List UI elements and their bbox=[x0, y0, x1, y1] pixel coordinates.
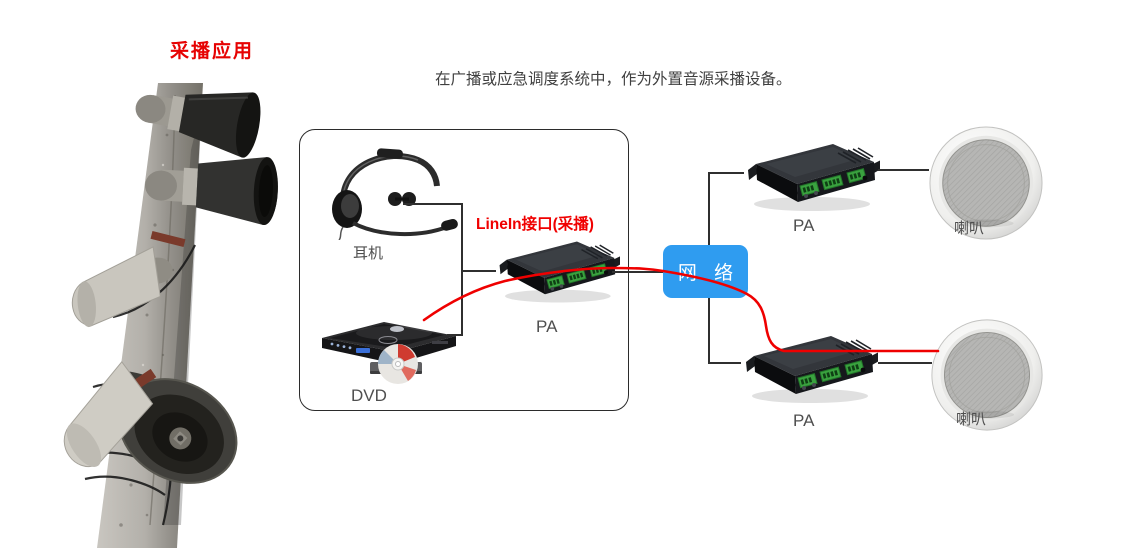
speaker-top-label: 喇叭 bbox=[954, 220, 985, 237]
page-title: 采播应用 bbox=[170, 41, 255, 62]
linein-port-label: LineIn接口(采播) bbox=[476, 216, 594, 233]
pa-top-label: PA bbox=[793, 216, 815, 235]
pole-loudspeakers-photo bbox=[63, 83, 278, 548]
speaker-bottom-label: 喇叭 bbox=[956, 411, 987, 428]
pa-device-source-image bbox=[498, 240, 620, 304]
dvd-player-image bbox=[322, 322, 456, 384]
page-description: 在广播或应急调度系统中，作为外置音源采播设备。 bbox=[435, 71, 792, 88]
ceiling-speaker-top-image bbox=[929, 126, 1043, 240]
network-node: 网 络 bbox=[663, 245, 748, 298]
pa-device-top-image bbox=[747, 143, 880, 212]
headset-label: 耳机 bbox=[353, 245, 384, 262]
pa-source-label: PA bbox=[536, 317, 558, 336]
network-label: 网 络 bbox=[677, 263, 740, 284]
pa-bottom-label: PA bbox=[793, 411, 815, 430]
ceiling-speaker-bottom-image bbox=[931, 319, 1043, 431]
pa-device-bottom-image bbox=[745, 335, 878, 404]
headset-image bbox=[332, 148, 458, 240]
dvd-label: DVD bbox=[351, 386, 387, 405]
